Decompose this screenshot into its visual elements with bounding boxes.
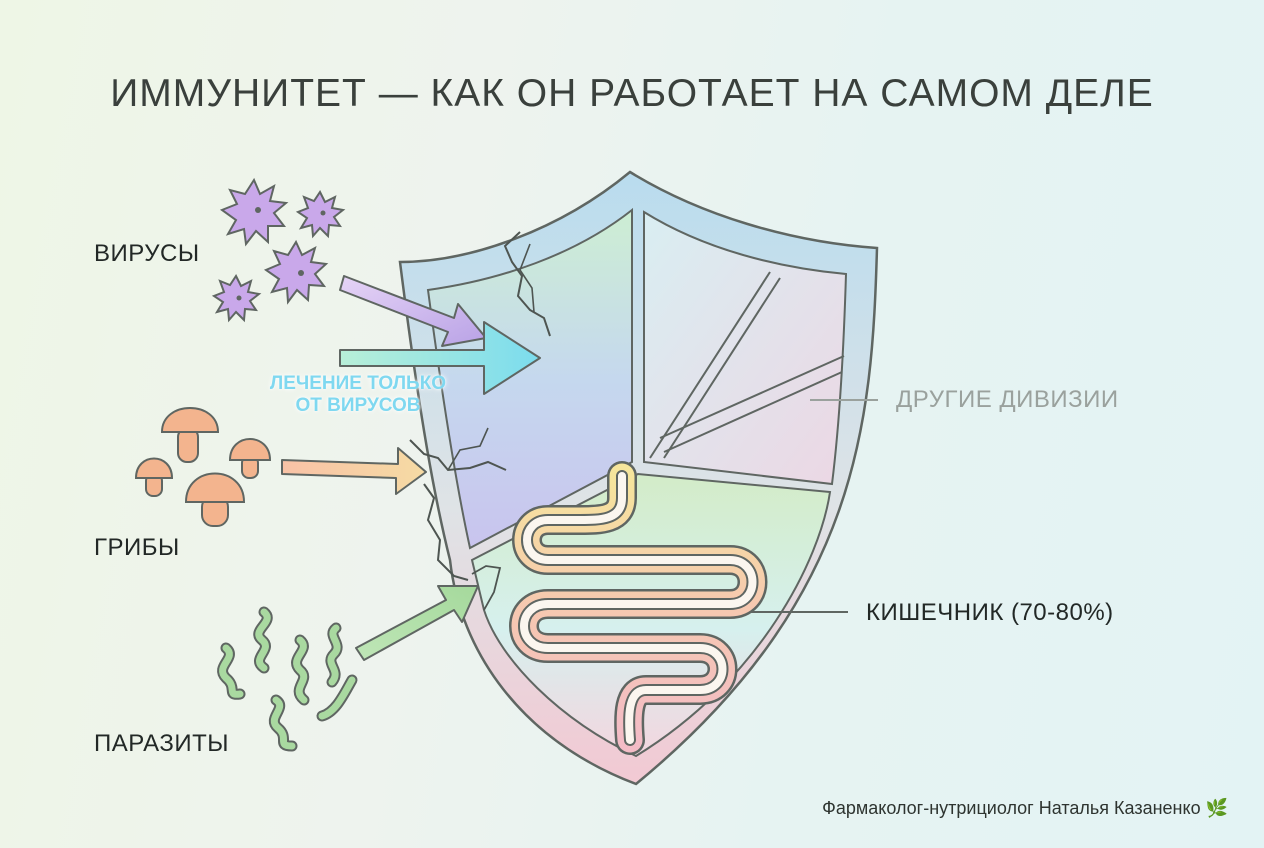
parasite-arrow — [355, 585, 479, 661]
worm-icon — [316, 674, 358, 722]
page-title: ИММУНИТЕТ — КАК ОН РАБОТАЕТ НА САМОМ ДЕЛ… — [110, 72, 1154, 115]
label-fungi: ГРИБЫ — [94, 534, 180, 561]
label-gut: КИШЕЧНИК (70-80%) — [866, 599, 1114, 626]
mushroom-icon — [228, 438, 272, 479]
author-credit: Фармаколог-нутрициолог Наталья Казаненко… — [822, 798, 1228, 818]
worm-icon — [253, 606, 273, 674]
treatment-arrow — [339, 321, 541, 395]
worm-icon — [325, 622, 343, 688]
label-other-divisions: ДРУГИЕ ДИВИЗИИ — [896, 386, 1119, 413]
worm-icon — [291, 634, 310, 706]
label-viruses: ВИРУСЫ — [94, 240, 200, 267]
virus-icon — [219, 177, 289, 247]
worm-icon — [217, 642, 246, 700]
virus-icon — [211, 274, 262, 323]
mushroom-icon — [184, 472, 246, 527]
mushroom-icon — [134, 457, 174, 497]
label-parasites: ПАРАЗИТЫ — [94, 730, 230, 757]
intestine-icon — [509, 461, 768, 755]
mushroom-icon — [160, 407, 220, 463]
treatment-note-line2: ОТ ВИРУСОВ — [295, 395, 421, 416]
treatment-note-line1: ЛЕЧЕНИЕ ТОЛЬКО — [269, 373, 447, 394]
virus-icon — [295, 190, 346, 239]
virus-arrow — [339, 275, 487, 347]
treatment-note: ЛЕЧЕНИЕ ТОЛЬКО ОТ ВИРУСОВ — [238, 373, 478, 417]
worm-icon — [268, 694, 298, 752]
virus-icon — [263, 239, 329, 305]
fungi-arrow — [281, 447, 427, 495]
